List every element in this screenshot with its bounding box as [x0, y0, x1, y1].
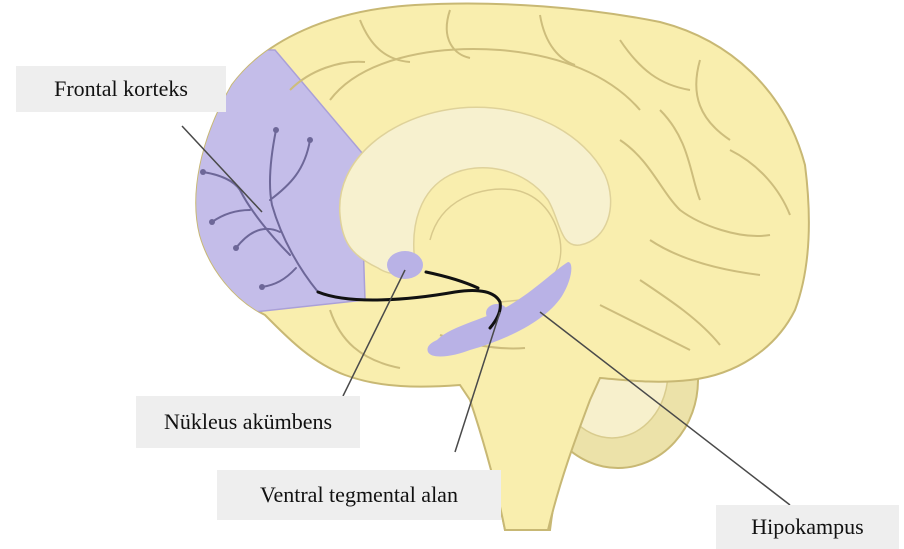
label-hippocampus: Hipokampus — [716, 505, 899, 549]
label-frontal-cortex: Frontal korteks — [16, 66, 226, 112]
nucleus-accumbens — [387, 251, 423, 279]
label-ventral-tegmental-area: Ventral tegmental alan — [217, 470, 501, 520]
label-nucleus-accumbens: Nükleus akümbens — [136, 396, 360, 448]
